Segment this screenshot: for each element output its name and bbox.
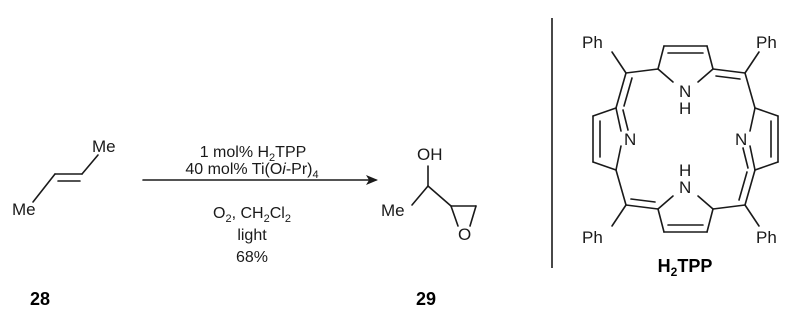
phenyl-top-right-label: Ph [756, 33, 777, 52]
meso-tl-to-left-double [623, 77, 633, 107]
catalyst-h2tpp: Ph Ph Ph Ph N H N N H N H2TPP [582, 33, 779, 279]
product-29: OH Me O 29 [381, 145, 477, 309]
meso-tl-to-left [615, 72, 627, 109]
meso-br-to-right [744, 169, 756, 206]
catalyst-name-label: H2TPP [658, 256, 713, 279]
compound-number-29: 29 [416, 289, 436, 309]
condition-catalyst-loading: 1 mol% H2TPP [200, 144, 307, 164]
ph-tl-bond [611, 51, 627, 74]
ph-bl-bond [611, 204, 627, 227]
pyrrole-right-n-ca1 [749, 107, 756, 132]
pyrrole-left-n-ca1 [615, 107, 622, 132]
n-right-label: N [735, 130, 747, 149]
pyrrole-bot-n-ca1 [657, 195, 674, 210]
pyrrole-right-ca1-cb1 [754, 107, 779, 117]
epoxide-o-c [469, 205, 477, 227]
meso-tr-to-top [712, 68, 746, 74]
condition-light: light [237, 227, 267, 244]
epoxide-c-o [450, 205, 459, 227]
pyrrole-bot-ca1-cb1 [657, 208, 665, 233]
methyl-top-label: Me [92, 137, 116, 156]
phenyl-bottom-left-label: Ph [582, 228, 603, 247]
condition-yield: 68% [236, 249, 268, 266]
reaction-arrow-group: 1 mol% H2TPP 40 mol% Ti(Oi-Pr)4 O2, CH2C… [142, 144, 378, 266]
pyrrole-bot-n-ca2 [697, 195, 714, 210]
epoxide-oxygen-label: O [458, 225, 471, 244]
methyl-bottom-label: Me [12, 200, 36, 219]
nh-bottom-h-label: H [679, 161, 691, 180]
pyrrole-top-ca1-cb1 [657, 45, 665, 70]
condition-oxygen-solvent: O2, CH2Cl2 [213, 205, 291, 225]
phenyl-top-left-label: Ph [582, 33, 603, 52]
bond-c1-c2 [32, 173, 56, 203]
meso-tr-to-top-double [715, 75, 741, 80]
pyrrole-bot-ca2-cb2 [706, 208, 714, 233]
meso-bl-to-bottom-double [630, 198, 656, 203]
pyrrole-left-n-ca1-double [622, 109, 629, 131]
meso-tr-to-right [744, 72, 756, 109]
ph-tr-bond [744, 51, 760, 74]
methyl-label: Me [381, 201, 405, 220]
pyrrole-right-n-ca2 [749, 145, 756, 171]
pyrrole-right-n-ca2-double [742, 147, 749, 169]
meso-bl-to-bottom [625, 204, 659, 210]
meso-br-to-right-double [738, 171, 748, 201]
pyrrole-top-ca2-cb2 [706, 45, 714, 70]
reactant-28: Me Me 28 [12, 137, 116, 309]
ph-br-bond [744, 204, 760, 227]
bond-c-epoxide [427, 185, 452, 207]
pyrrole-left-ca2-cb2 [592, 161, 617, 171]
meso-br-to-bottom [712, 204, 746, 210]
pyrrole-right-ca2-cb2 [754, 161, 779, 171]
meso-tl-to-top [625, 68, 659, 74]
bond-c3-c4 [81, 154, 99, 175]
condition-titanium-loading: 40 mol% Ti(Oi-Pr)4 [185, 161, 318, 181]
bond-me-c [411, 185, 429, 206]
nh-top-h-label: H [679, 99, 691, 118]
hydroxyl-label: OH [417, 145, 443, 164]
n-left-label: N [624, 130, 636, 149]
meso-bl-to-left [615, 169, 627, 206]
compound-number-28: 28 [30, 289, 50, 309]
pyrrole-top-n-ca2 [697, 68, 714, 83]
pyrrole-left-n-ca2 [615, 145, 622, 171]
nh-bottom-n-label: N [679, 178, 691, 197]
pyrrole-top-n-ca1 [657, 68, 674, 83]
phenyl-bottom-right-label: Ph [756, 228, 777, 247]
pyrrole-left-ca1-cb1 [592, 107, 617, 117]
nh-top-n-label: N [679, 82, 691, 101]
